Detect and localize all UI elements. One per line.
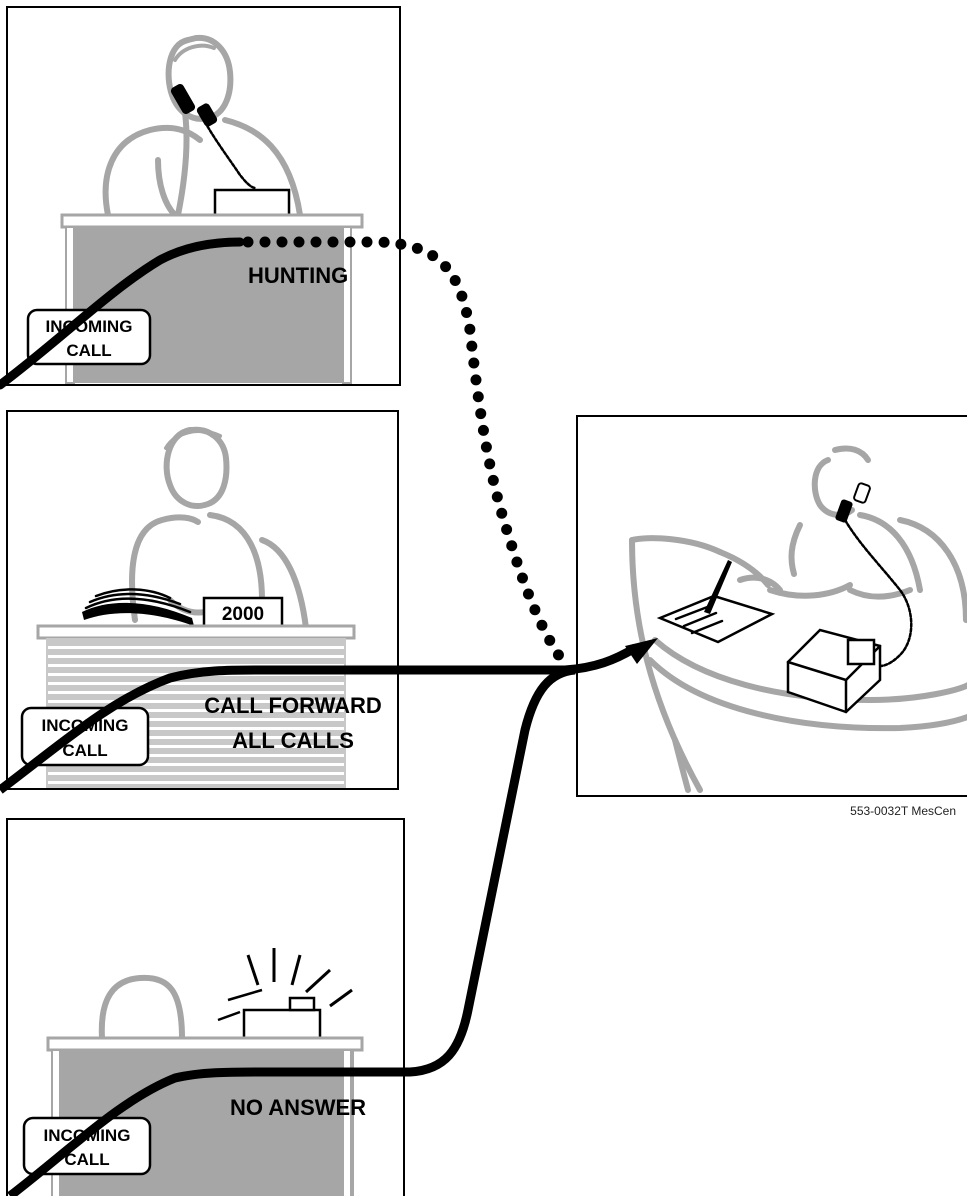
forward-number: 2000 — [222, 604, 264, 625]
tag-line-2: CALL — [64, 1150, 109, 1169]
desk-phone-icon — [215, 190, 289, 215]
tag-line-2: CALL — [66, 341, 111, 360]
desk-slat — [48, 781, 344, 784]
figure-caption: 553-0032T MesCen — [850, 804, 956, 818]
hunting-label: HUNTING — [248, 263, 348, 288]
panel-no-answer: NO ANSWER INCOMING CALL — [7, 819, 404, 1196]
tag-line-2: CALL — [62, 741, 107, 760]
desk-slat — [48, 655, 344, 658]
all-calls-label: ALL CALLS — [232, 728, 354, 753]
phone-display: 2000 — [204, 598, 282, 626]
no-answer-label: NO ANSWER — [230, 1095, 366, 1120]
desk-slat — [48, 682, 344, 685]
panel-call-forward: 2000 CALL FORWARD ALL CALLS INCOMING CAL… — [7, 411, 398, 789]
desk-slat — [48, 772, 344, 775]
panel-message-center — [577, 416, 967, 796]
call-forward-label: CALL FORWARD — [204, 693, 382, 718]
desk-slat — [48, 646, 344, 649]
